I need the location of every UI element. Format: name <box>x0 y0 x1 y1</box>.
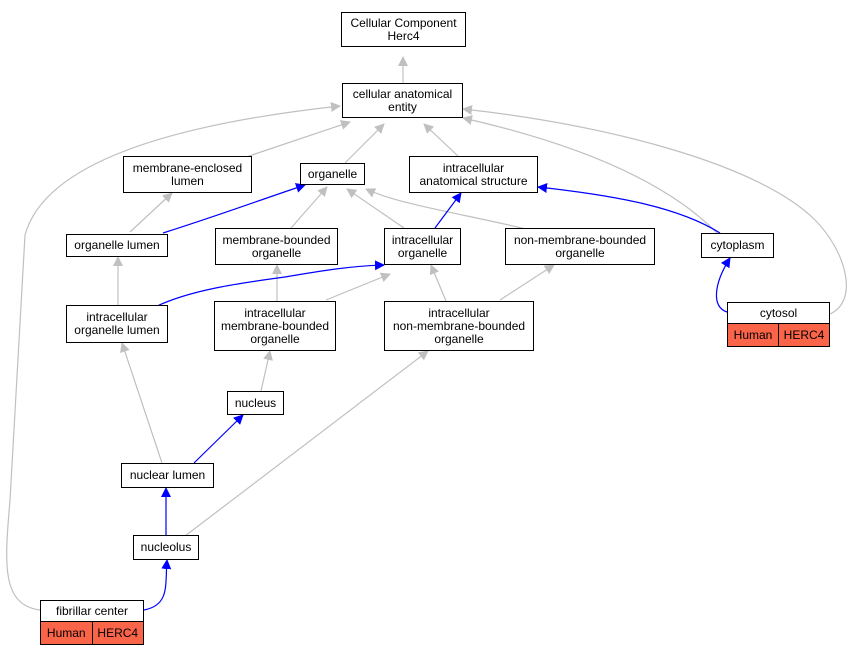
node-label-line1: cytosol <box>759 305 798 320</box>
node-fibrillar-center[interactable]: fibrillar center Human HERC4 <box>40 600 144 645</box>
node-label-line1: intracellular <box>428 305 490 320</box>
edge-inmbo-to-io <box>429 264 447 302</box>
node-organelle[interactable]: organelle <box>300 163 365 185</box>
node-membrane-enclosed-lumen[interactable]: membrane-enclosed lumen <box>123 156 252 193</box>
edge-ol-to-organelle <box>162 183 306 234</box>
species-cell: Human <box>728 324 778 346</box>
node-nucleus[interactable]: nucleus <box>227 391 284 415</box>
node-label-line2: non-membrane-bounded <box>392 318 526 333</box>
node-label-line2: entity <box>388 99 417 114</box>
gene-cell: HERC4 <box>778 324 829 346</box>
node-label-line1: nuclear lumen <box>129 468 206 482</box>
edge-iol-to-io <box>154 260 385 308</box>
node-cellular-component-herc4[interactable]: Cellular Component Herc4 <box>341 12 466 47</box>
edge-nl-to-nucleus <box>193 414 244 464</box>
edge-inmbo-to-nmbo <box>499 264 555 301</box>
node-nuclear-lumen[interactable]: nuclear lumen <box>121 463 214 488</box>
edge-fibrillar-to-nucleolus <box>143 559 172 611</box>
node-label-line1: non-membrane-bounded <box>513 232 647 247</box>
edge-imbo-to-io <box>325 272 391 301</box>
node-label-line1: organelle <box>307 166 358 181</box>
node-label-line1: cellular anatomical <box>352 86 453 101</box>
node-label-line2: membrane-bounded <box>220 318 330 333</box>
node-label-line1: membrane-bounded <box>222 232 331 247</box>
node-membrane-bounded-organelle[interactable]: membrane-bounded organelle <box>215 228 338 265</box>
node-label-line1: nucleus <box>234 395 277 410</box>
edge-organelle-to-cae <box>344 123 385 164</box>
edge-mel-to-cae <box>245 120 351 158</box>
node-label-line1: organelle lumen <box>74 238 160 252</box>
node-label-line1: membrane-enclosed <box>132 160 243 175</box>
edge-nucleolus-to-inmbo <box>184 350 429 537</box>
edge-cytoplasm-to-cae <box>462 115 718 234</box>
node-organelle-lumen[interactable]: organelle lumen <box>66 234 168 257</box>
node-label-line2: organelle <box>555 245 605 260</box>
node-label-line2: organelle <box>251 245 302 260</box>
annotation-row: Human HERC4 <box>728 323 829 346</box>
node-cytoplasm[interactable]: cytoplasm <box>701 233 774 258</box>
node-cytosol[interactable]: cytosol Human HERC4 <box>727 302 830 347</box>
node-label-line2: organelle lumen <box>74 323 160 337</box>
node-label-line2: anatomical structure <box>419 173 528 188</box>
edge-mbo-to-organelle <box>290 186 328 229</box>
edge-cytosol-to-cytoplasm <box>715 257 731 313</box>
node-label-line2: organelle <box>397 245 448 260</box>
node-label-line3: organelle <box>434 331 484 346</box>
edge-nl-to-iol <box>120 342 163 464</box>
node-label-line1: cytoplasm <box>710 238 765 252</box>
edge-io-to-organelle <box>346 188 405 229</box>
node-label-line3: organelle <box>250 331 300 346</box>
edge-ias-to-cae <box>423 123 459 157</box>
node-label-line1: fibrillar center <box>55 603 129 618</box>
node-label-line1: intracellular <box>391 232 454 247</box>
edge-nmbo-to-organelle <box>365 188 531 231</box>
edge-cytoplasm-to-ias <box>537 183 721 234</box>
node-intracellular-non-membrane-bounded-organelle[interactable]: intracellular non-membrane-bounded organ… <box>384 301 534 351</box>
node-intracellular-organelle[interactable]: intracellular organelle <box>384 228 461 265</box>
node-intracellular-anatomical-structure[interactable]: intracellular anatomical structure <box>409 156 538 193</box>
node-intracellular-organelle-lumen[interactable]: intracellular organelle lumen <box>66 305 168 343</box>
annotation-row: Human HERC4 <box>41 621 143 644</box>
node-label-line1: intracellular <box>86 310 148 324</box>
node-label-line1: intracellular <box>244 305 306 320</box>
node-non-membrane-bounded-organelle[interactable]: non-membrane-bounded organelle <box>505 228 655 265</box>
edge-ol-to-mel <box>129 192 173 233</box>
node-cellular-anatomical-entity[interactable]: cellular anatomical entity <box>342 83 463 118</box>
node-label-line2: lumen <box>171 173 204 188</box>
node-label-line2: Herc4 <box>387 28 420 43</box>
edge-cytosol-to-cae <box>462 105 847 315</box>
node-intracellular-membrane-bounded-organelle[interactable]: intracellular membrane-bounded organelle <box>214 301 336 351</box>
node-label-line1: nucleolus <box>140 540 192 554</box>
edge-fibrillar-to-cae <box>6 102 341 611</box>
species-cell: Human <box>41 622 92 644</box>
node-nucleolus[interactable]: nucleolus <box>133 535 199 560</box>
node-label-line1: intracellular <box>442 160 505 175</box>
gene-cell: HERC4 <box>91 622 143 644</box>
node-label-line1: Cellular Component <box>350 15 457 30</box>
edge-nucleus-to-imbo <box>260 350 273 392</box>
edge-io-to-ias <box>434 192 462 229</box>
